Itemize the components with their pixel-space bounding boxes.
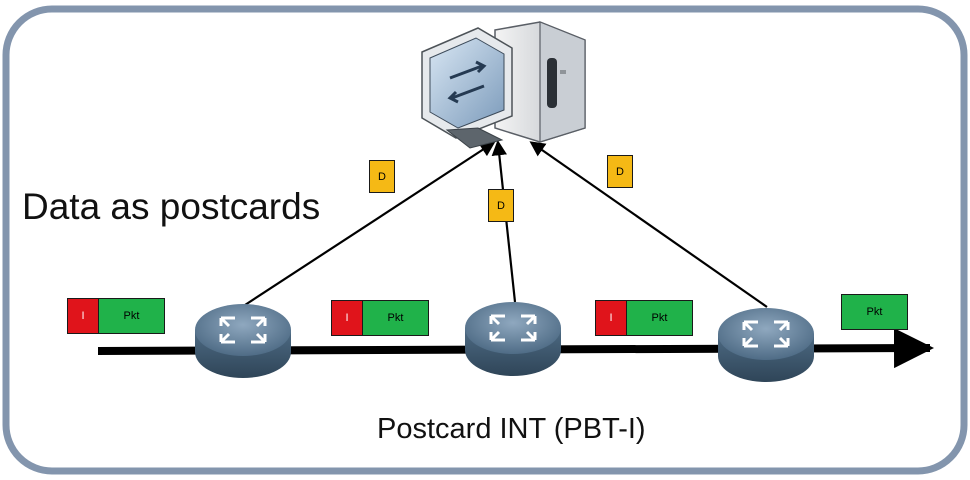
- caption: Postcard INT (PBT-I): [377, 413, 646, 445]
- postcard-arrow-3: [529, 141, 768, 308]
- side-label: Data as postcards: [22, 186, 321, 227]
- monitoring-server-icon: [421, 21, 586, 149]
- data-tag: D: [369, 160, 395, 193]
- int-header-tag: I: [595, 300, 627, 336]
- router-icon: [718, 308, 814, 382]
- packet-tag: Pkt: [362, 300, 429, 336]
- int-header-tag: I: [67, 298, 99, 334]
- diagram-frame: [2, 5, 968, 475]
- packet-tag: Pkt: [841, 294, 908, 330]
- data-tag: D: [488, 189, 514, 222]
- packet-tag: Pkt: [626, 300, 693, 336]
- int-header-tag: I: [331, 300, 363, 336]
- postcard-arrow-1: [244, 141, 496, 306]
- router-icon: [465, 302, 561, 376]
- router-icon: [195, 304, 291, 378]
- postcard-arrow-2: [491, 139, 517, 303]
- packet-tag: Pkt: [98, 298, 165, 334]
- data-tag: D: [607, 155, 633, 188]
